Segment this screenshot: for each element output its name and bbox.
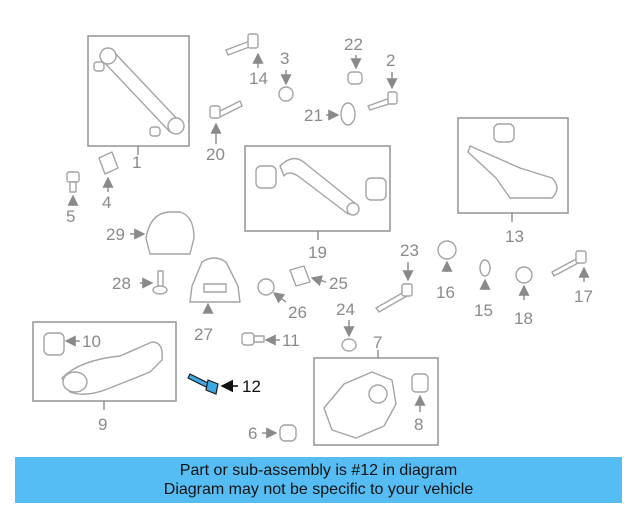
part-6-bushing[interactable] bbox=[262, 424, 297, 442]
part-26-bushing[interactable] bbox=[257, 278, 287, 304]
label-28: 28 bbox=[112, 274, 131, 293]
label-20: 20 bbox=[206, 145, 225, 164]
label-8: 8 bbox=[414, 415, 423, 434]
label-10: 10 bbox=[82, 332, 101, 351]
part-8-bushing[interactable] bbox=[411, 373, 429, 412]
part-22-bushing[interactable] bbox=[347, 55, 363, 85]
part-13-lower-arm[interactable] bbox=[457, 117, 569, 222]
label-18: 18 bbox=[514, 309, 533, 328]
label-9: 9 bbox=[98, 415, 107, 434]
label-1: 1 bbox=[132, 153, 141, 172]
part-23-bolt[interactable] bbox=[375, 262, 414, 313]
part-21-washer[interactable] bbox=[326, 102, 356, 126]
label-21: 21 bbox=[304, 106, 323, 125]
part-20-bolt[interactable] bbox=[209, 100, 243, 144]
label-19: 19 bbox=[308, 243, 327, 262]
part-17-bolt[interactable] bbox=[551, 250, 590, 282]
part-2-bolt[interactable] bbox=[367, 72, 398, 111]
label-27: 27 bbox=[194, 325, 213, 344]
label-6: 6 bbox=[248, 424, 257, 443]
part-29-mount[interactable] bbox=[130, 211, 195, 255]
part-16-nut[interactable] bbox=[437, 240, 457, 272]
part-18-nut[interactable] bbox=[515, 266, 533, 300]
label-11: 11 bbox=[282, 331, 300, 350]
label-24: 24 bbox=[336, 300, 355, 319]
info-banner: Part or sub-assembly is #12 in diagram D… bbox=[15, 457, 622, 503]
label-14: 14 bbox=[249, 69, 268, 88]
label-29: 29 bbox=[106, 225, 125, 244]
label-22: 22 bbox=[344, 35, 363, 54]
part-25-bracket[interactable] bbox=[289, 265, 327, 287]
part-27-mount[interactable] bbox=[189, 257, 241, 314]
banner-line-1: Part or sub-assembly is #12 in diagram bbox=[179, 462, 458, 479]
part-15-washer[interactable] bbox=[479, 259, 491, 290]
label-26: 26 bbox=[288, 303, 307, 322]
label-4: 4 bbox=[102, 193, 111, 212]
label-25: 25 bbox=[329, 274, 348, 293]
part-7-knuckle[interactable] bbox=[313, 350, 439, 446]
part-10-bushing[interactable] bbox=[43, 332, 80, 356]
part-28-screw[interactable] bbox=[140, 270, 168, 295]
part-3-nut[interactable] bbox=[278, 70, 294, 102]
label-13: 13 bbox=[505, 227, 524, 246]
label-2: 2 bbox=[386, 51, 395, 70]
label-12: 12 bbox=[242, 377, 261, 396]
label-15: 15 bbox=[474, 301, 493, 320]
label-7: 7 bbox=[373, 333, 382, 352]
part-9-trailing-arm[interactable] bbox=[32, 321, 177, 410]
part-5-bolt[interactable] bbox=[66, 171, 80, 206]
part-1-link[interactable] bbox=[87, 35, 190, 155]
part-11-bolt[interactable] bbox=[241, 332, 280, 346]
label-3: 3 bbox=[280, 49, 289, 68]
label-5: 5 bbox=[66, 207, 75, 226]
label-16: 16 bbox=[436, 283, 455, 302]
part-12-bolt-highlighted[interactable] bbox=[187, 373, 238, 395]
label-17: 17 bbox=[574, 287, 593, 306]
part-4-bracket[interactable] bbox=[98, 151, 119, 192]
part-24-washer[interactable] bbox=[341, 320, 357, 352]
label-23: 23 bbox=[400, 241, 419, 260]
part-14-bolt[interactable] bbox=[225, 33, 264, 68]
banner-line-2: Diagram may not be specific to your vehi… bbox=[163, 481, 474, 498]
part-19-upper-arm[interactable] bbox=[244, 145, 391, 240]
